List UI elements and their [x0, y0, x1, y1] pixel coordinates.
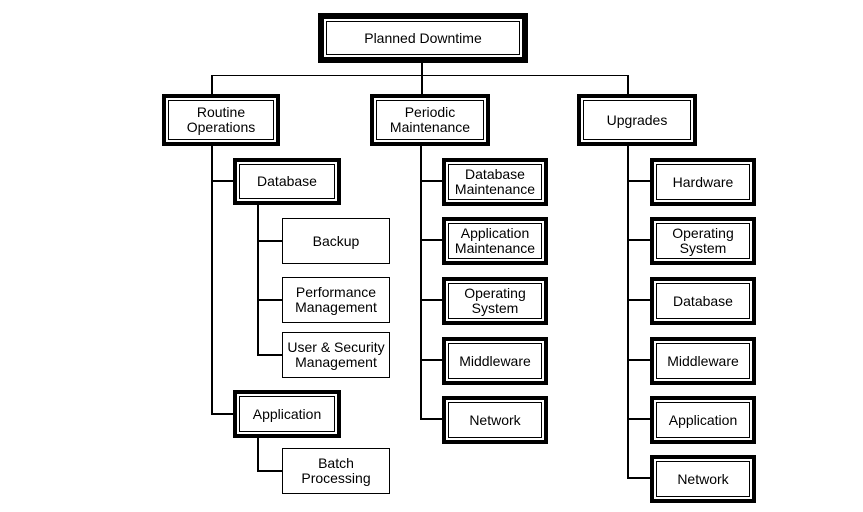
node-label: Periodic Maintenance [389, 104, 471, 135]
node-label: Application Maintenance [454, 225, 536, 256]
connector-stub-mw-maint [420, 359, 443, 361]
node-periodic-maintenance: Periodic Maintenance [370, 94, 490, 146]
connector-stub-application [211, 413, 234, 415]
connector-stub-backup [257, 240, 283, 242]
connector-stub-hardware [627, 180, 651, 182]
node-operating-system-upgrade: Operating System [650, 217, 756, 265]
connector-stub-os-upgrade [627, 239, 651, 241]
node-label: Upgrades [606, 111, 668, 128]
node-label: Network [677, 470, 729, 487]
node-user-security-management: User & Security Management [282, 332, 390, 378]
node-label: Middleware [459, 352, 531, 369]
connector-stub-database [211, 180, 234, 182]
node-label: Middleware [667, 352, 739, 369]
node-network-upgrade: Network [650, 455, 756, 503]
node-network-maintenance: Network [442, 396, 548, 444]
connector-routine-spine [211, 146, 213, 415]
node-label: Application [252, 405, 322, 422]
connector-root-stem [421, 63, 423, 94]
connector-stub-user-security [257, 354, 283, 356]
connector-drop-upgrades [627, 75, 629, 94]
node-operating-system-maintenance: Operating System [442, 277, 548, 325]
connector-drop-routine [211, 75, 213, 94]
node-performance-management: Performance Management [282, 277, 390, 323]
node-database: Database [233, 158, 341, 205]
node-middleware-maintenance: Middleware [442, 337, 548, 385]
node-label: Database Maintenance [454, 166, 536, 197]
node-routine-operations: Routine Operations [162, 94, 280, 146]
node-application-maintenance: Application Maintenance [442, 217, 548, 265]
connector-application-spine [257, 438, 259, 472]
node-label: Hardware [672, 173, 734, 190]
node-backup: Backup [282, 218, 390, 264]
connector-stub-net-upgrade [627, 477, 651, 479]
node-label: Database [257, 173, 317, 189]
connector-periodic-spine [420, 146, 422, 420]
node-label: Planned Downtime [364, 29, 482, 46]
node-middleware-upgrade: Middleware [650, 337, 756, 385]
connector-upgrades-spine [627, 146, 629, 479]
connector-stub-app-maint [420, 239, 443, 241]
node-application-upgrade: Application [650, 396, 756, 444]
node-label: Database [673, 292, 733, 309]
node-label: Application [668, 411, 738, 428]
connector-top-rail [211, 75, 629, 76]
connector-database-spine [257, 205, 259, 356]
node-planned-downtime: Planned Downtime [318, 13, 528, 63]
connector-stub-os-maint [420, 299, 443, 301]
node-database-maintenance: Database Maintenance [442, 158, 548, 206]
node-database-upgrade: Database [650, 277, 756, 325]
node-label: Backup [312, 232, 360, 249]
connector-stub-db-upgrade [627, 299, 651, 301]
connector-stub-app-upgrade [627, 418, 651, 420]
connector-stub-performance [257, 299, 283, 301]
node-label: Operating System [672, 225, 734, 256]
connector-stub-batch [257, 470, 283, 472]
node-application: Application [233, 390, 341, 438]
connector-stub-db-maint [420, 180, 443, 182]
node-label: Batch Processing [301, 455, 371, 486]
connector-stub-mw-upgrade [627, 359, 651, 361]
node-label: Operating System [464, 285, 526, 316]
node-label: User & Security Management [287, 339, 385, 370]
node-batch-processing: Batch Processing [282, 448, 390, 494]
node-label: Network [469, 411, 521, 428]
node-label: Routine Operations [186, 104, 256, 135]
connector-stub-net-maint [420, 418, 443, 420]
node-upgrades: Upgrades [577, 94, 697, 146]
node-hardware-upgrade: Hardware [650, 158, 756, 206]
node-label: Performance Management [295, 284, 377, 315]
